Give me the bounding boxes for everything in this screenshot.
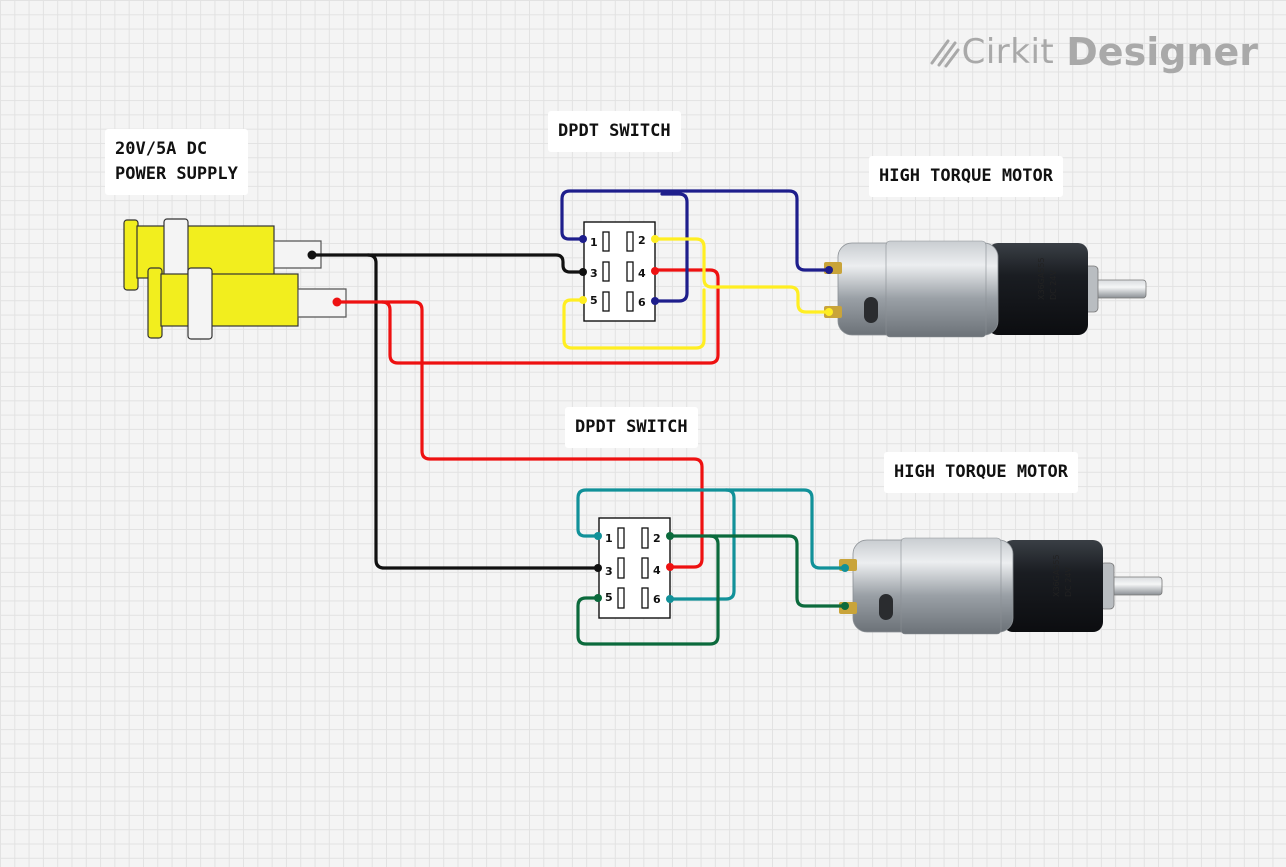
motor-top-model: X36GA555 xyxy=(1037,257,1046,300)
cirkit-designer-logo: Cirkit Designer xyxy=(928,30,1258,74)
motor-bottom-voltage: DC 24V xyxy=(1064,567,1073,597)
switch-top-pin-6: 6 xyxy=(638,296,646,309)
brand-name: Cirkit xyxy=(961,32,1055,72)
motor-bottom[interactable]: X36GA555 DC 24V xyxy=(839,537,1163,635)
cirkit-logo-icon xyxy=(930,39,960,68)
switch-bottom-pin-2: 2 xyxy=(653,532,661,545)
wire-teal-pin6-link[interactable] xyxy=(668,488,736,601)
wire-black-switch-top[interactable] xyxy=(366,253,585,274)
power-jack-bottom[interactable] xyxy=(147,267,347,340)
switch-top-pin-4: 4 xyxy=(638,267,646,280)
wire-red-to-switch-bottom[interactable] xyxy=(380,300,704,569)
switch-bottom-pin-3: 3 xyxy=(605,565,613,578)
switch-top-label: DPDT SWITCH xyxy=(548,111,681,152)
switch-bottom-pin-5: 5 xyxy=(605,591,613,604)
motor-bottom-model: X36GA555 xyxy=(1052,554,1061,597)
power-supply-label: 20V/5A DC POWER SUPPLY xyxy=(105,129,248,195)
switch-bottom-pin-4: 4 xyxy=(653,564,661,577)
switch-top-pin-3: 3 xyxy=(590,267,598,280)
switch-top-pin-5: 5 xyxy=(590,294,598,307)
switch-bottom-label: DPDT SWITCH xyxy=(565,407,698,448)
wire-green-pin2-motor[interactable] xyxy=(668,534,847,608)
motor-top-label: HIGH TORQUE MOTOR xyxy=(869,156,1063,197)
switch-bottom-pin-6: 6 xyxy=(653,593,661,606)
switch-bottom-pin-1: 1 xyxy=(605,532,613,545)
switch-top-pin-2: 2 xyxy=(638,234,646,247)
dpdt-switch-bottom[interactable]: 1 2 3 4 5 6 xyxy=(598,517,671,619)
wire-red-to-switch-top[interactable] xyxy=(335,268,720,365)
motor-bottom-label: HIGH TORQUE MOTOR xyxy=(884,452,1078,493)
motor-top-voltage: DC 24V xyxy=(1049,270,1058,300)
wire-yellow-pin5-loop[interactable] xyxy=(562,288,706,350)
brand-name-bold: Designer xyxy=(1066,30,1258,74)
wires xyxy=(310,189,847,646)
wire-navy-pin1-motor[interactable] xyxy=(560,189,831,272)
wire-yellow-pin2-motor[interactable] xyxy=(653,237,831,314)
connection-dots xyxy=(307,235,849,610)
wire-navy-pin6-link[interactable] xyxy=(653,192,689,303)
wire-teal-pin1-motor[interactable] xyxy=(576,488,847,570)
wire-green-pin5-loop[interactable] xyxy=(576,534,720,646)
dpdt-switch-top[interactable]: 1 2 3 4 5 6 xyxy=(583,221,656,322)
switch-top-pin-1: 1 xyxy=(590,236,598,249)
motor-top[interactable]: X36GA555 DC 24V xyxy=(824,240,1147,338)
